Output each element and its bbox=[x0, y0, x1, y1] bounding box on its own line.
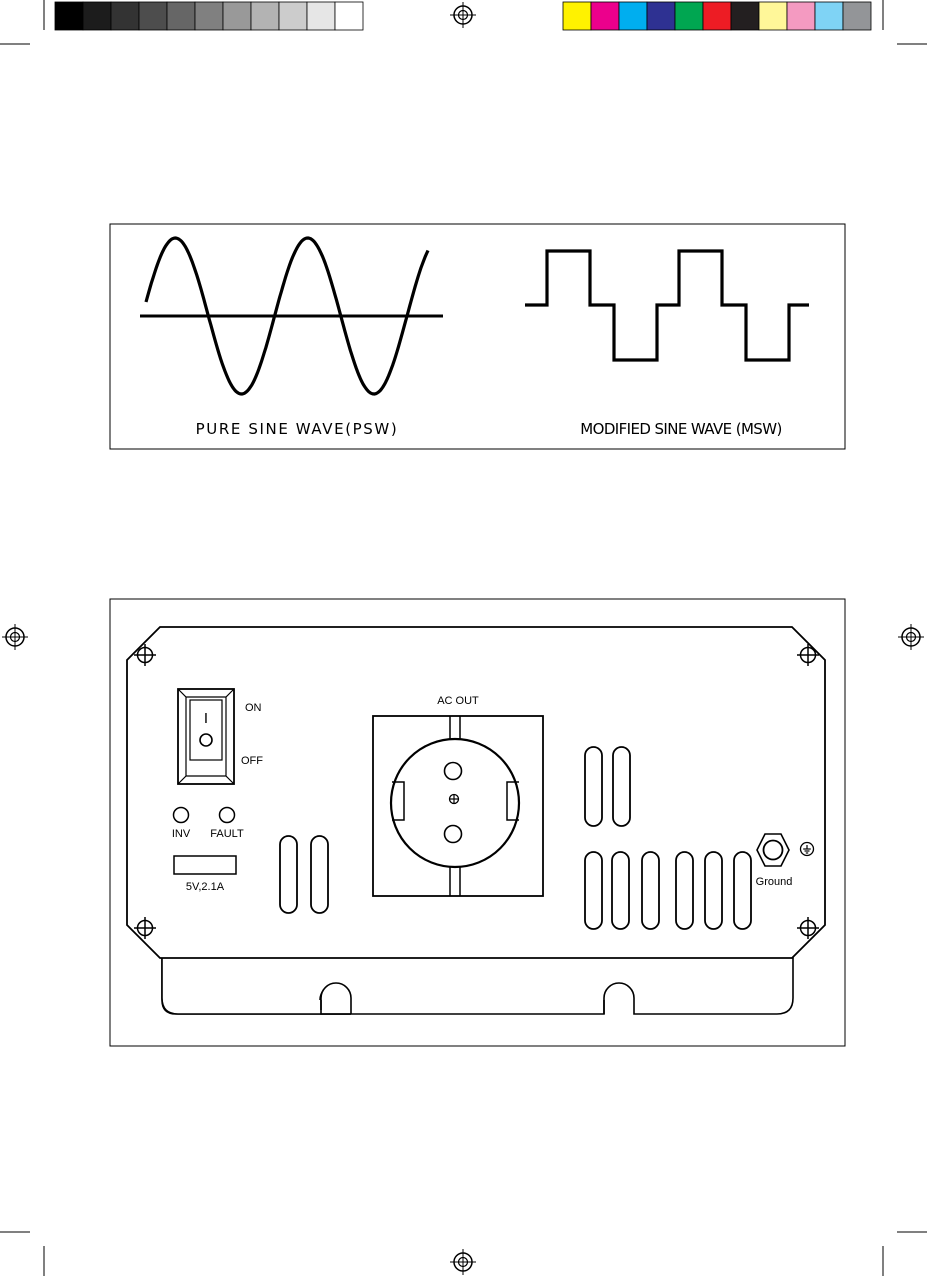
ac-outlet[interactable]: AC OUT bbox=[373, 695, 543, 896]
usb-port-label: 5V,2.1A bbox=[186, 881, 225, 893]
color-swatch bbox=[787, 2, 815, 30]
color-swatch bbox=[647, 2, 675, 30]
fault-led bbox=[220, 808, 235, 823]
vent-slot bbox=[280, 836, 297, 913]
pure-sine-caption: PURE SINE WAVE(PSW) bbox=[196, 420, 399, 438]
modified-sine-caption: MODIFIED SINE WAVE (MSW) bbox=[580, 420, 781, 438]
outlet-center-screw-icon bbox=[450, 795, 459, 804]
ground-bolt bbox=[764, 841, 783, 860]
gray-swatch bbox=[111, 2, 139, 30]
usb-port[interactable] bbox=[174, 856, 236, 874]
process-color-bar bbox=[563, 2, 871, 30]
color-swatch bbox=[815, 2, 843, 30]
registration-mark-bottom bbox=[450, 1249, 476, 1275]
switch-on-label: ON bbox=[245, 702, 262, 714]
switch-on-symbol: I bbox=[204, 710, 208, 727]
color-swatch bbox=[563, 2, 591, 30]
registration-mark-top bbox=[450, 2, 476, 28]
gray-swatch bbox=[251, 2, 279, 30]
color-swatch bbox=[843, 2, 871, 30]
gray-swatch bbox=[55, 2, 83, 30]
vent-slot bbox=[642, 852, 659, 929]
inv-led bbox=[174, 808, 189, 823]
gray-swatch bbox=[335, 2, 363, 30]
modified-sine-wave bbox=[525, 251, 809, 360]
color-swatch bbox=[759, 2, 787, 30]
gray-swatch bbox=[83, 2, 111, 30]
color-swatch bbox=[619, 2, 647, 30]
inverter-panel-figure: I ON OFF INV FAULT 5V,2.1A AC OUT bbox=[110, 599, 845, 1046]
gray-swatch bbox=[139, 2, 167, 30]
color-swatch bbox=[731, 2, 759, 30]
color-swatch bbox=[703, 2, 731, 30]
grayscale-bar bbox=[55, 2, 363, 30]
gray-swatch bbox=[223, 2, 251, 30]
vent-slot bbox=[585, 747, 602, 826]
registration-mark-right bbox=[898, 624, 924, 650]
gray-swatch bbox=[195, 2, 223, 30]
vent-slot bbox=[612, 852, 629, 929]
vent-slot bbox=[676, 852, 693, 929]
vent-slot bbox=[585, 852, 602, 929]
ac-out-label: AC OUT bbox=[437, 695, 479, 707]
gray-swatch bbox=[167, 2, 195, 30]
vent-slot bbox=[734, 852, 751, 929]
waveform-figure: PURE SINE WAVE(PSW) MODIFIED SINE WAVE (… bbox=[110, 224, 845, 449]
registration-mark-left bbox=[2, 624, 28, 650]
ground-label: Ground bbox=[756, 876, 793, 888]
fault-led-label: FAULT bbox=[210, 828, 244, 840]
outlet-pin-hole-bottom bbox=[445, 826, 462, 843]
outlet-pin-hole-top bbox=[445, 763, 462, 780]
switch-off-label: OFF bbox=[241, 755, 263, 767]
vent-slot bbox=[705, 852, 722, 929]
inv-led-label: INV bbox=[172, 828, 191, 840]
gray-swatch bbox=[279, 2, 307, 30]
waveform-frame bbox=[110, 224, 845, 449]
vent-slot bbox=[613, 747, 630, 826]
gray-swatch bbox=[307, 2, 335, 30]
vent-slot bbox=[311, 836, 328, 913]
color-swatch bbox=[591, 2, 619, 30]
color-swatch bbox=[675, 2, 703, 30]
